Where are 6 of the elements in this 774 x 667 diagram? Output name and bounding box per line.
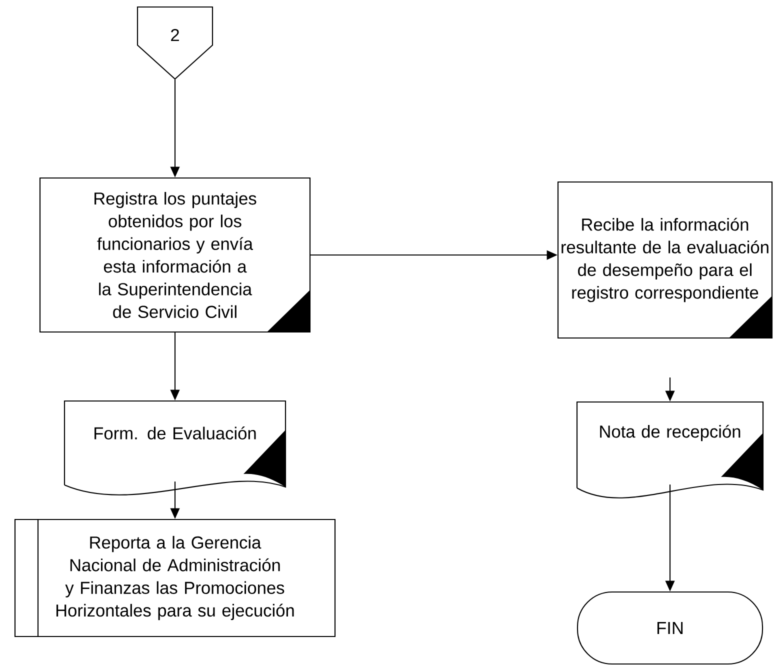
- document-shape: Nota de recepción: [576, 401, 764, 498]
- process-box: Recibe la información resultante de la evaluación de desempeño para el registro correspondiente: [557, 181, 773, 339]
- offpage-connector: 2: [136, 6, 214, 80]
- predefined-process-box: Reporta a la Gerencia Nacional de Administración y Finanzas las Promociones Horizontales para su ejecución: [14, 518, 336, 638]
- document-shape: Form. de Evaluación: [64, 400, 286, 496]
- process-box: Registra los puntajes obtenidos por los funcionarios y envía esta información a la Superintendencia de Servicio Civil: [39, 177, 311, 333]
